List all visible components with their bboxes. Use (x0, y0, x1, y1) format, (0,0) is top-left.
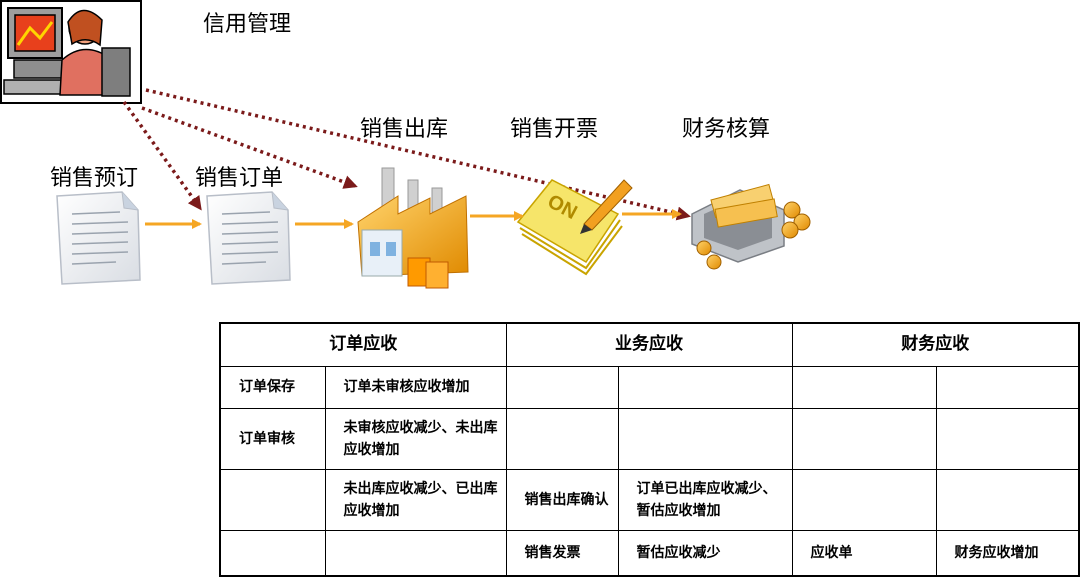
sales-order-label: 销售订单 (195, 166, 284, 191)
table-cell: 未出库应收减少、已出库应收增加 (324, 469, 507, 531)
table-row: 订单审核 未审核应收减少、未出库应收增加 (219, 408, 1080, 470)
credit-management-label: 信用管理 (203, 12, 292, 37)
table-cell (219, 469, 326, 531)
table-header-row: 订单应收 业务应收 财务应收 (219, 322, 1080, 367)
table-cell (935, 366, 1080, 409)
money-safe-icon (691, 183, 811, 270)
table-cell (505, 366, 619, 409)
table-cell (791, 366, 937, 409)
finance-label: 财务核算 (682, 117, 771, 142)
table-cell: 应收单 (791, 530, 937, 576)
table-cell (505, 408, 619, 470)
table-cell: 销售出库确认 (505, 469, 619, 531)
header-order-receivable: 订单应收 (219, 322, 507, 367)
table-cell: 订单已出库应收减少、暂估应收增加 (617, 469, 793, 531)
computer-user-icon (0, 0, 142, 104)
table-row: 未出库应收减少、已出库应收增加 销售出库确认 订单已出库应收减少、暂估应收增加 (219, 469, 1080, 531)
document-icon-order (206, 191, 291, 285)
table-cell: 未审核应收减少、未出库应收增加 (324, 408, 507, 470)
receivables-table: 订单应收 业务应收 财务应收 订单保存 订单未审核应收增加 订单审核 未审核应收… (219, 322, 1080, 577)
invoice-note-icon: ON (516, 179, 633, 276)
table-cell: 财务应收增加 (935, 530, 1080, 576)
table-cell: 暂估应收减少 (617, 530, 793, 576)
table-cell (617, 366, 793, 409)
table-row: 订单保存 订单未审核应收增加 (219, 366, 1080, 409)
table-cell (935, 469, 1080, 531)
credit-arrows (122, 88, 691, 221)
flow-diagram: ON (0, 0, 811, 289)
table-cell: 销售发票 (505, 530, 619, 576)
invoice-label: 销售开票 (510, 117, 599, 142)
outbound-label: 销售出库 (360, 117, 449, 142)
table-cell (617, 408, 793, 470)
table-cell (791, 408, 937, 470)
header-business-receivable: 业务应收 (505, 322, 793, 367)
document-icon-presale (56, 191, 141, 285)
table-row: 销售发票 暂估应收减少 应收单 财务应收增加 (219, 530, 1080, 576)
header-finance-receivable: 财务应收 (791, 322, 1080, 367)
table-cell: 订单保存 (219, 366, 326, 409)
table-cell (324, 530, 507, 576)
table-cell (935, 408, 1080, 470)
table-cell: 订单未审核应收增加 (324, 366, 507, 409)
table-cell: 订单审核 (219, 408, 326, 470)
presale-label: 销售预订 (50, 166, 139, 191)
factory-icon (357, 167, 469, 289)
flow-arrows (145, 209, 682, 229)
table-cell (219, 530, 326, 576)
table-cell (791, 469, 937, 531)
